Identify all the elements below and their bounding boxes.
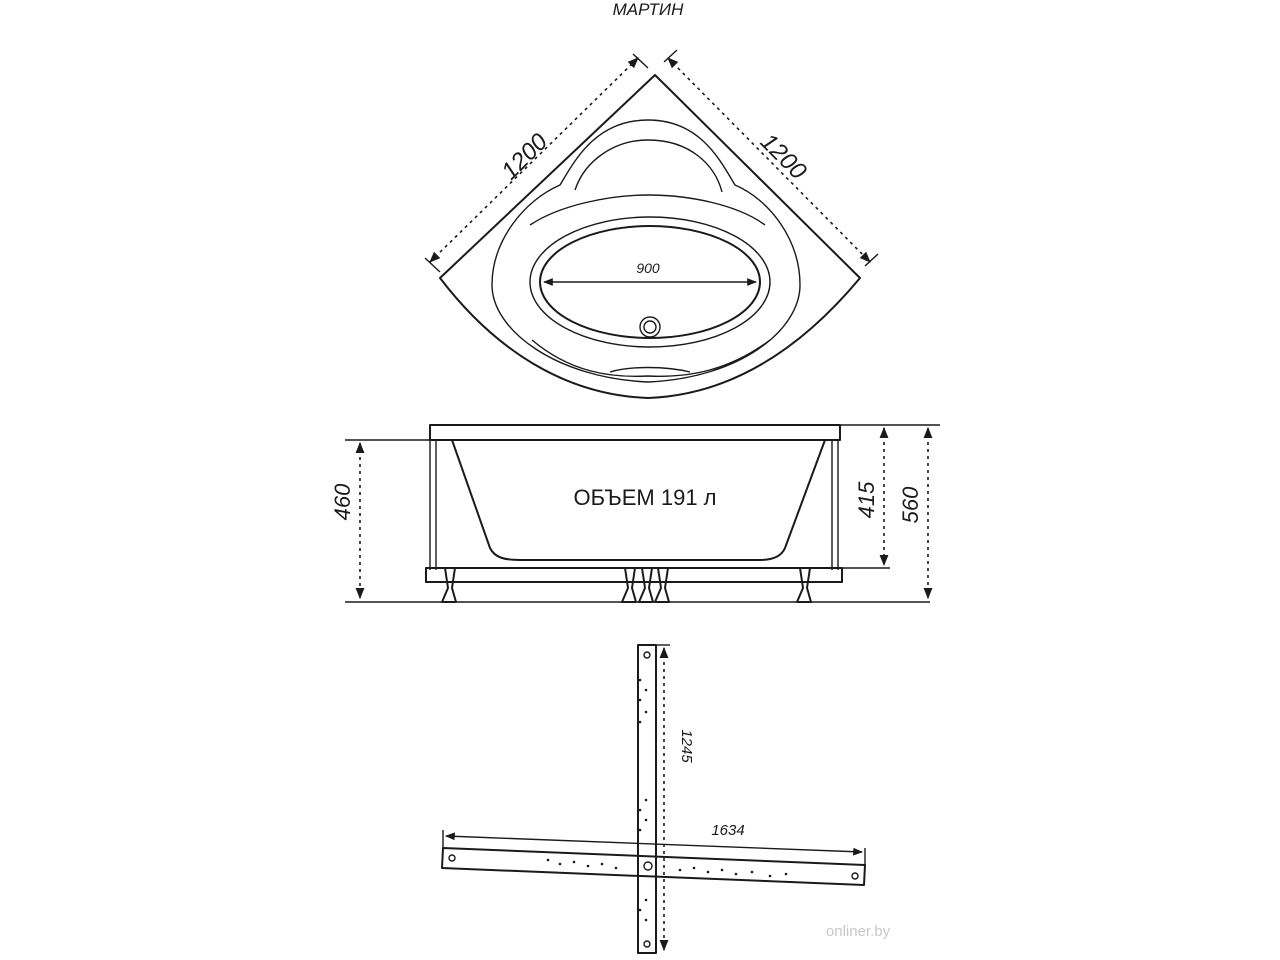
- dimension-right-1200: [667, 57, 871, 263]
- drain: [639, 316, 661, 338]
- model-title: МАРТИН: [613, 0, 684, 19]
- side-tub-body: [451, 439, 826, 561]
- tub-outline: [439, 74, 861, 399]
- frame-horizontal-bar: [441, 847, 866, 886]
- label-height-left: 460: [330, 483, 355, 520]
- label-frame-horizontal: 1634: [711, 822, 744, 839]
- bowl-inner: [539, 225, 761, 339]
- label-frame-vertical: 1245: [678, 729, 695, 763]
- label-side-right: 1200: [755, 128, 812, 185]
- bowl-outer: [529, 216, 771, 348]
- label-side-left: 1200: [496, 128, 553, 185]
- dimension-1634: [445, 832, 863, 856]
- volume-label: ОБЪЕМ 191 л: [574, 485, 717, 510]
- label-bowl-width: 900: [636, 260, 660, 276]
- side-rim: [429, 424, 841, 441]
- side-view: ОБЪЕМ 191 л 460 415 560: [330, 424, 940, 603]
- adjustable-feet: [441, 567, 812, 603]
- label-height-total: 560: [898, 486, 923, 523]
- top-view: 900 1200 1200: [424, 49, 879, 399]
- watermark: onliner.by: [826, 923, 891, 940]
- label-height-inner: 415: [854, 481, 879, 518]
- frame-vertical-bar: [637, 644, 657, 954]
- frame-view: 1245 1634: [441, 644, 866, 954]
- headrest: [574, 139, 723, 193]
- frame-holes: [546, 678, 788, 922]
